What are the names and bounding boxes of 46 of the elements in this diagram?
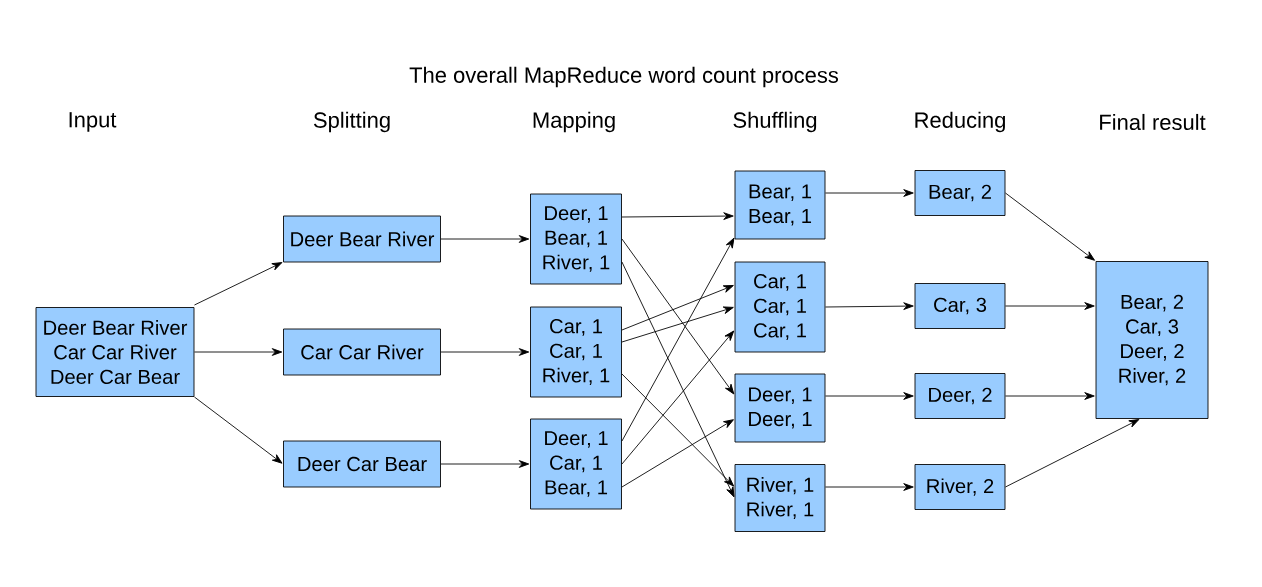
process-box: Car Car River	[283, 328, 441, 376]
process-box: Car, 1 Car, 1 River, 1	[530, 306, 622, 398]
process-box: Deer, 1 Bear, 1 River, 1	[530, 193, 622, 285]
column-heading: Splitting	[313, 111, 390, 133]
column-heading: Reducing	[915, 111, 1005, 133]
column-heading: Input	[69, 112, 117, 132]
process-box: Deer, 2	[914, 373, 1006, 419]
process-box: Bear, 2	[914, 170, 1006, 216]
column-heading: Shuffling	[733, 111, 817, 133]
arrow	[621, 330, 735, 465]
arrow	[194, 262, 283, 306]
arrow	[194, 348, 283, 356]
process-box: Deer Bear River	[283, 215, 441, 263]
process-box: Deer Bear River Car Car River Deer Car Bear	[35, 307, 195, 397]
process-box: River, 1 River, 1	[734, 464, 826, 532]
arrow	[440, 460, 530, 468]
arrow	[1005, 192, 1095, 261]
diagram-title: The overall MapReduce word count process	[409, 66, 839, 88]
arrow	[825, 392, 914, 400]
process-box: Bear, 1 Bear, 1	[734, 170, 826, 240]
arrow	[621, 238, 735, 395]
arrow	[621, 261, 735, 498]
arrow	[621, 237, 735, 442]
arrow	[825, 189, 914, 197]
arrow	[621, 285, 734, 331]
column-heading: Mapping	[533, 111, 615, 133]
arrow	[621, 306, 734, 343]
process-box: Bear, 2 Car, 3 Deer, 2 River, 2	[1095, 261, 1209, 419]
process-box: Deer, 1 Car, 1 Bear, 1	[530, 418, 622, 510]
process-box: Deer Car Bear	[283, 440, 441, 488]
arrow	[440, 235, 530, 243]
process-box: Car, 1 Car, 1 Car, 1	[734, 261, 826, 353]
column-heading: Final result	[1100, 113, 1206, 131]
arrow	[621, 373, 735, 487]
arrow	[1005, 302, 1095, 310]
arrow	[1005, 419, 1140, 488]
process-box: Deer, 1 Deer, 1	[734, 373, 826, 443]
process-box: River, 2	[914, 464, 1006, 510]
arrow	[621, 212, 734, 220]
arrow	[440, 348, 530, 356]
arrow	[194, 396, 283, 464]
arrow	[1005, 392, 1095, 400]
arrow	[825, 483, 914, 491]
arrow	[621, 419, 734, 488]
arrow	[825, 302, 914, 310]
process-box: Car, 3	[914, 283, 1006, 329]
